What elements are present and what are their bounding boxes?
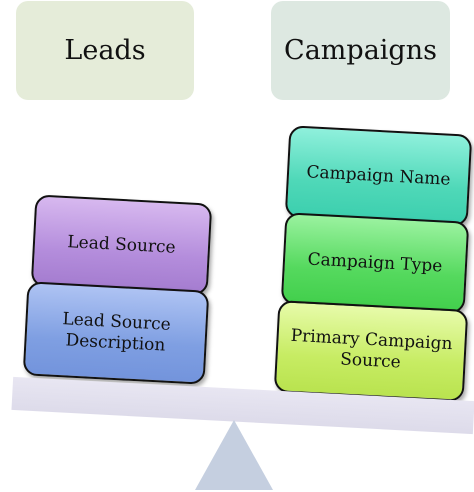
campaigns-header-label: Campaigns — [284, 35, 437, 66]
campaigns-header: Campaigns — [271, 1, 450, 100]
lead-source-block: Lead Source — [30, 194, 213, 296]
fulcrum-triangle — [195, 420, 273, 490]
campaign-type-block: Campaign Type — [280, 212, 470, 314]
lead-source-description-line-2: Description — [65, 330, 166, 356]
campaign-type-label: Campaign Type — [307, 248, 443, 277]
lead-source-description-block: Lead Source Description — [22, 281, 210, 385]
primary-campaign-source-block: Primary Campaign Source — [273, 300, 469, 402]
leads-header: Leads — [16, 1, 194, 100]
scale-fulcrum — [195, 420, 273, 490]
lead-source-label: Lead Source — [66, 231, 177, 258]
leads-header-label: Leads — [64, 35, 146, 66]
campaign-name-label: Campaign Name — [306, 161, 452, 190]
campaign-name-block: Campaign Name — [284, 125, 473, 227]
